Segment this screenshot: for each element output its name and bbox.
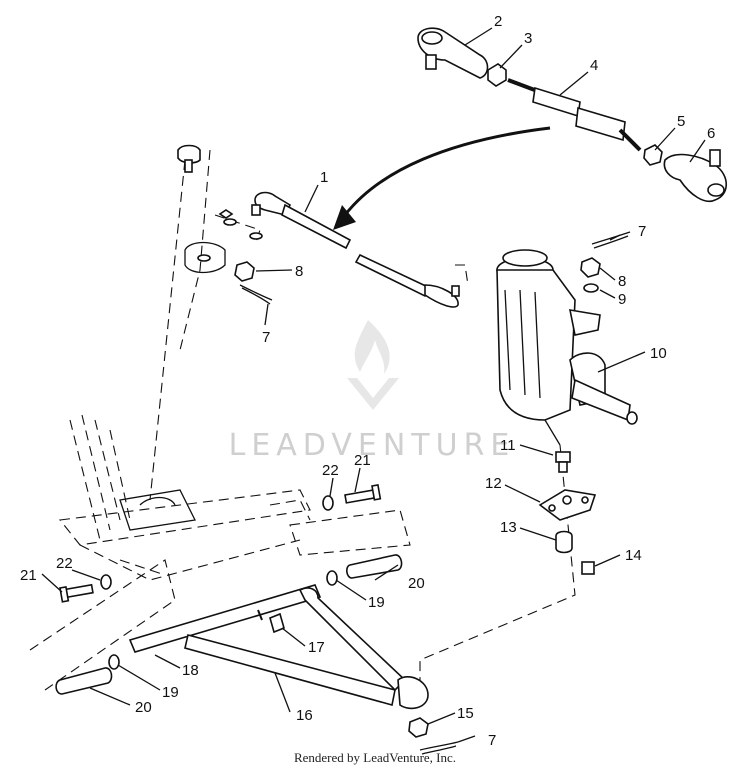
callout-4: 4	[590, 57, 598, 74]
callout-7-arm: 7	[488, 732, 496, 749]
callout-7-spindle: 7	[638, 223, 646, 240]
watermark-logo	[347, 320, 399, 410]
callout-5: 5	[677, 113, 685, 130]
watermark-text: LEADVENTURE	[229, 428, 516, 463]
leader-lines	[41, 27, 706, 743]
callout-10: 10	[650, 345, 667, 362]
callout-labels: 1 2 3 4 5 6 7 7 7 8 8 9 10 11 12 13 14 1…	[20, 13, 715, 749]
frame-outline	[58, 149, 311, 581]
mounting-bolts	[55, 484, 403, 695]
callout-19-right: 19	[368, 594, 385, 611]
callout-2: 2	[494, 13, 502, 30]
callout-8-frame: 8	[295, 263, 303, 280]
steering-tie-rod-end	[177, 144, 201, 173]
callout-13: 13	[500, 519, 517, 536]
callout-22-right: 22	[322, 462, 339, 479]
callout-20-left: 20	[135, 699, 152, 716]
callout-1: 1	[320, 169, 328, 186]
arrow-head-icon	[333, 205, 356, 230]
callout-16: 16	[296, 707, 313, 724]
callout-3: 3	[524, 30, 532, 47]
tie-rod-installed	[251, 191, 469, 308]
frame-hardware	[197, 209, 273, 305]
callout-9: 9	[618, 291, 626, 308]
callout-19-left: 19	[162, 684, 179, 701]
tie-rod-exploded	[417, 27, 728, 202]
callout-6: 6	[707, 125, 715, 142]
spindle-hardware	[580, 231, 631, 293]
callout-22-left: 22	[56, 555, 73, 572]
spindle-assembly	[496, 249, 638, 446]
callout-18: 18	[182, 662, 199, 679]
callout-15: 15	[457, 705, 474, 722]
callout-14: 14	[625, 547, 642, 564]
callout-21-right: 21	[354, 452, 371, 469]
bracket-right-outline	[289, 509, 411, 556]
callout-8-spindle: 8	[618, 273, 626, 290]
callout-7-frame: 7	[262, 329, 270, 346]
bracket-left-outline	[29, 559, 176, 691]
ball-joint-hardware	[538, 451, 597, 575]
callout-17: 17	[308, 639, 325, 656]
assembly-arrow	[343, 126, 551, 216]
callout-11: 11	[500, 437, 516, 454]
callout-12: 12	[485, 475, 502, 492]
footer-credit: Rendered by LeadVenture, Inc.	[293, 750, 457, 765]
callout-20-right: 20	[408, 575, 425, 592]
a-arm	[128, 584, 459, 755]
callout-21-left: 21	[20, 567, 37, 584]
